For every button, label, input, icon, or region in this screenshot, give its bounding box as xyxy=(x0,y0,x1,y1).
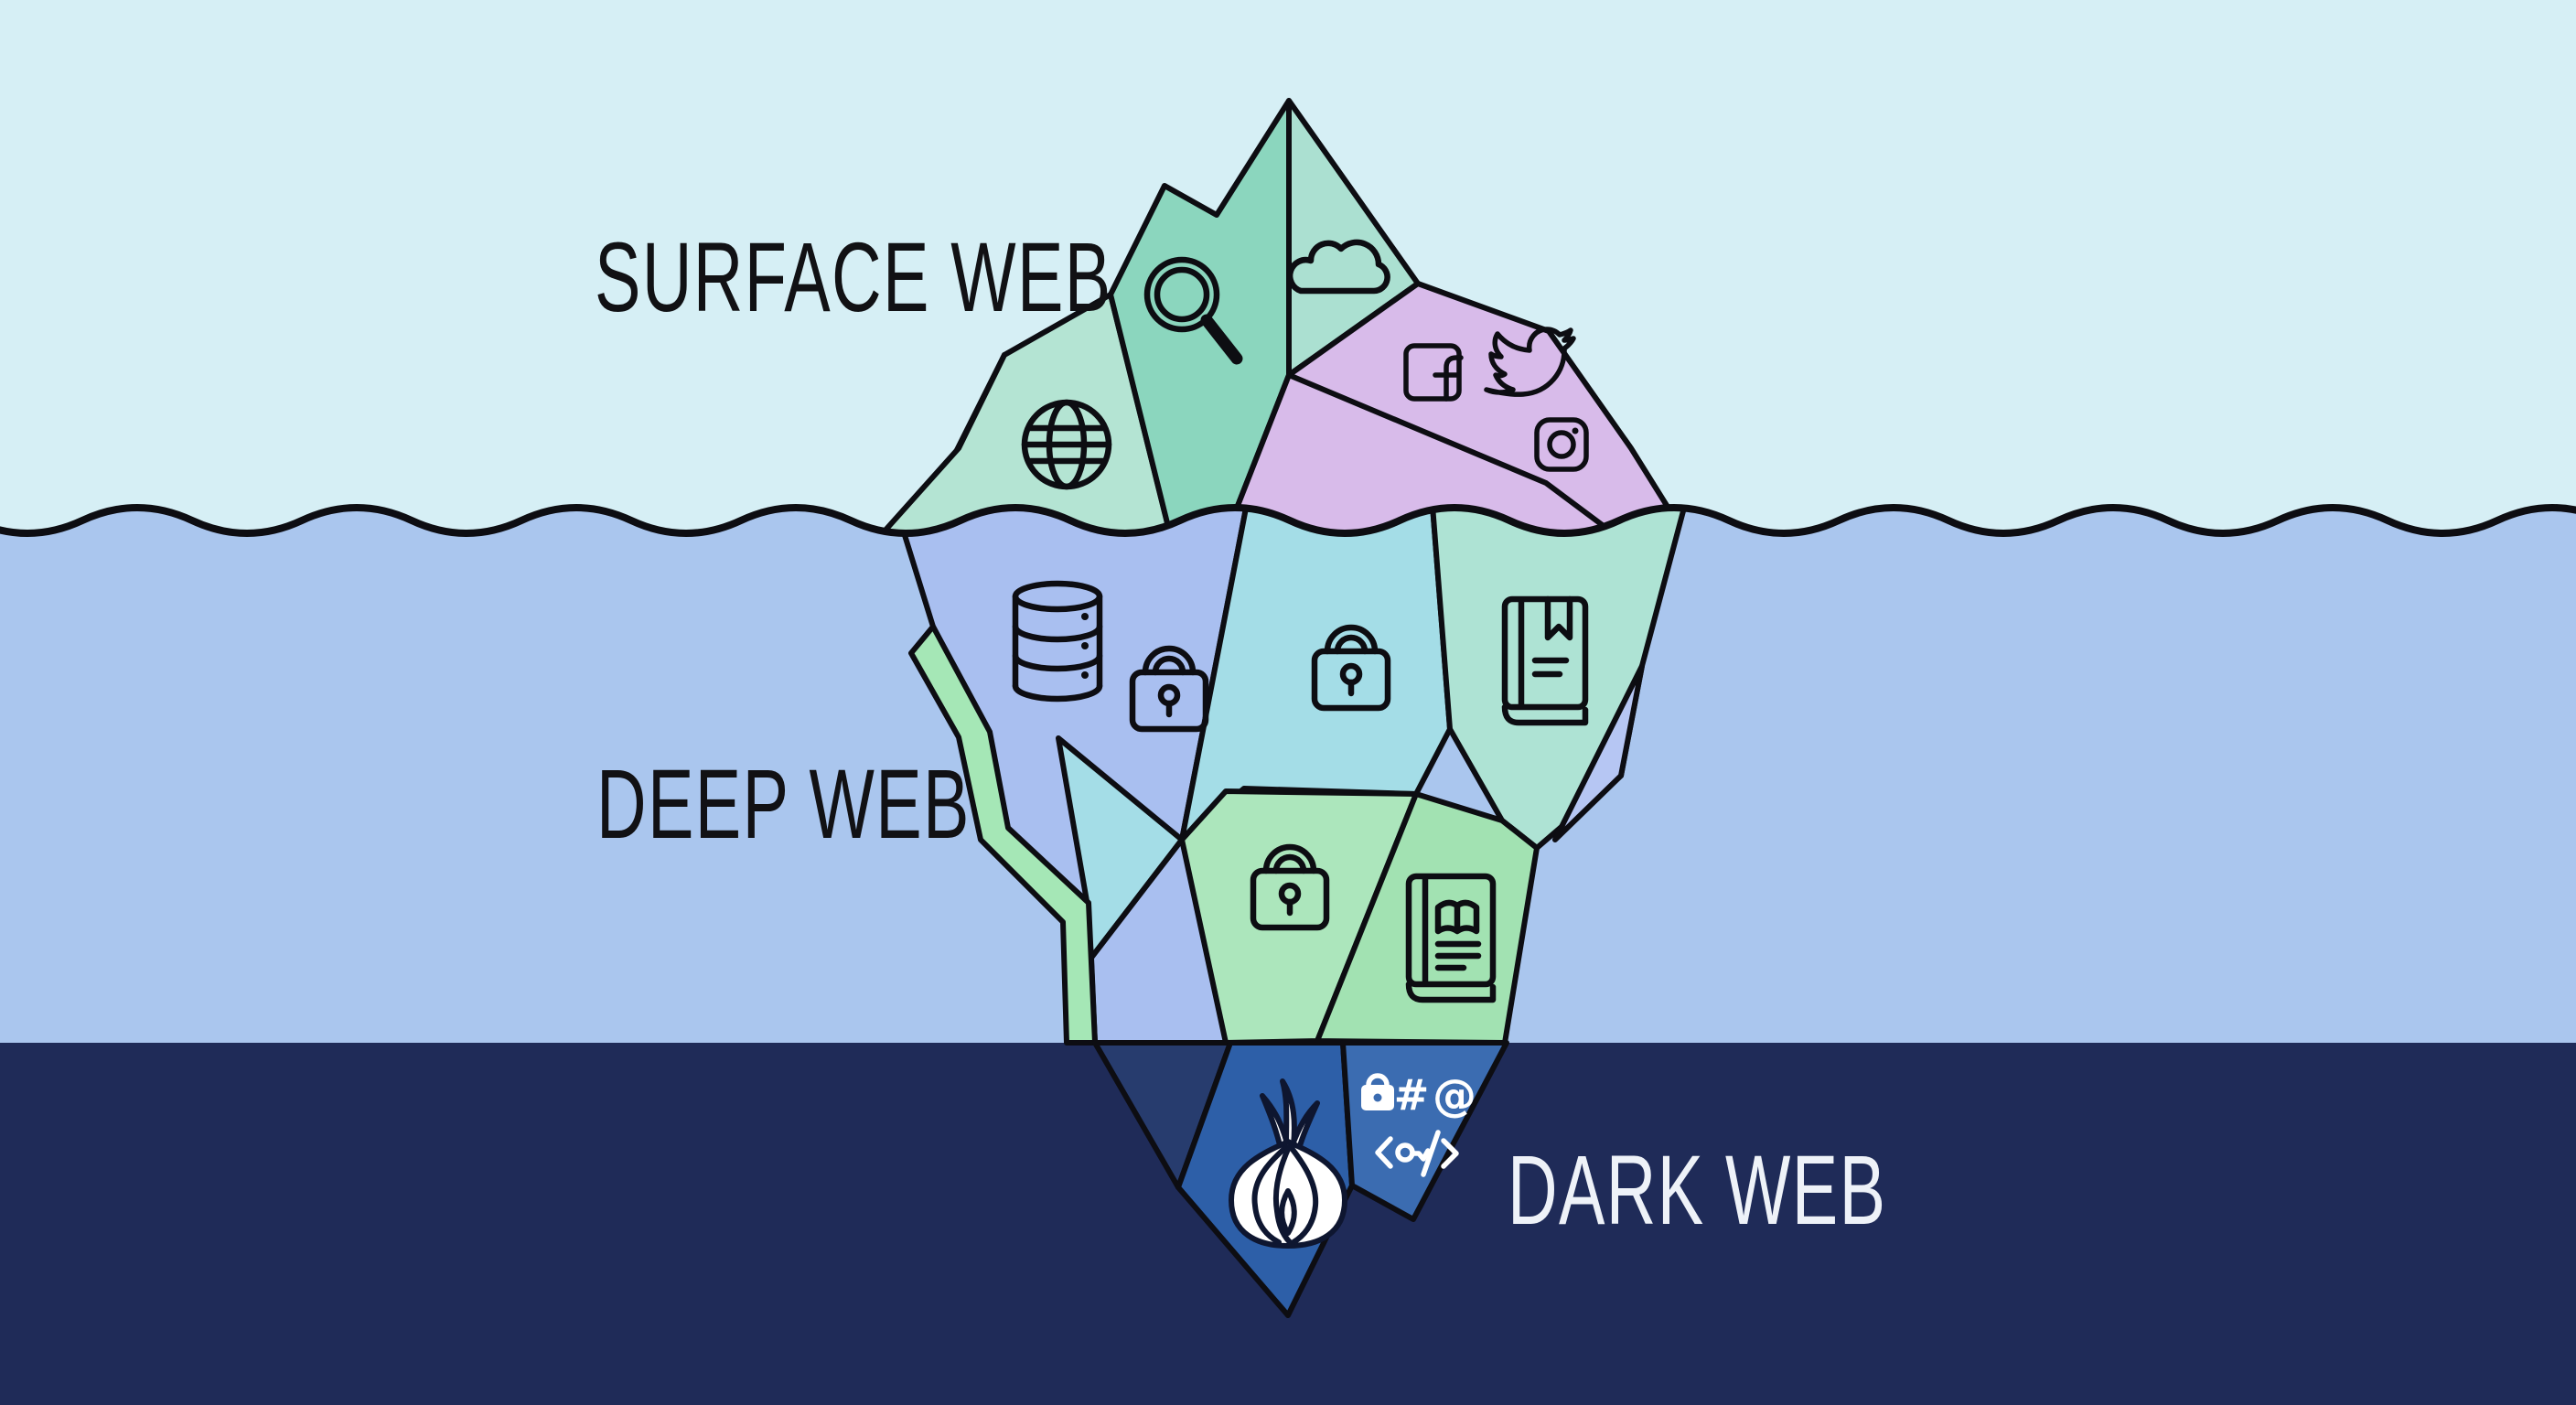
instagram-icon xyxy=(1534,417,1589,472)
dark-web-label: DARK WEB xyxy=(1508,1135,1886,1245)
book-open-icon xyxy=(1405,873,1497,1003)
facet-deep-periwinkle-sliver xyxy=(1552,663,1645,842)
facet-surface-social-fold-line xyxy=(1287,372,1609,531)
at-symbol: @ xyxy=(1433,1070,1476,1121)
database-icon xyxy=(1012,580,1103,702)
code-key-icon xyxy=(1375,1130,1459,1177)
dark-symbols: # @ xyxy=(1361,1070,1476,1177)
cloud-icon xyxy=(1286,239,1390,295)
iceberg-deep-water xyxy=(889,508,1690,1046)
hash-symbol: # xyxy=(1394,1070,1430,1120)
facet-deep-green-sliver xyxy=(908,624,1098,1046)
tor-onion-icon xyxy=(1229,1078,1347,1249)
waterline-wave xyxy=(0,504,2576,537)
facet-surface-globe xyxy=(863,292,1177,533)
padlock-white-icon xyxy=(1361,1073,1394,1110)
book-closed-icon xyxy=(1501,595,1589,726)
surface-web-label: SURFACE WEB xyxy=(595,222,1112,332)
deep-web-label: DEEP WEB xyxy=(596,749,971,859)
search-icon xyxy=(1143,256,1243,365)
iceberg-above-water xyxy=(863,98,1682,533)
facet-surface-social xyxy=(1217,281,1682,533)
globe-icon xyxy=(1021,399,1112,490)
twitter-icon xyxy=(1484,327,1576,397)
facebook-icon xyxy=(1403,343,1464,402)
